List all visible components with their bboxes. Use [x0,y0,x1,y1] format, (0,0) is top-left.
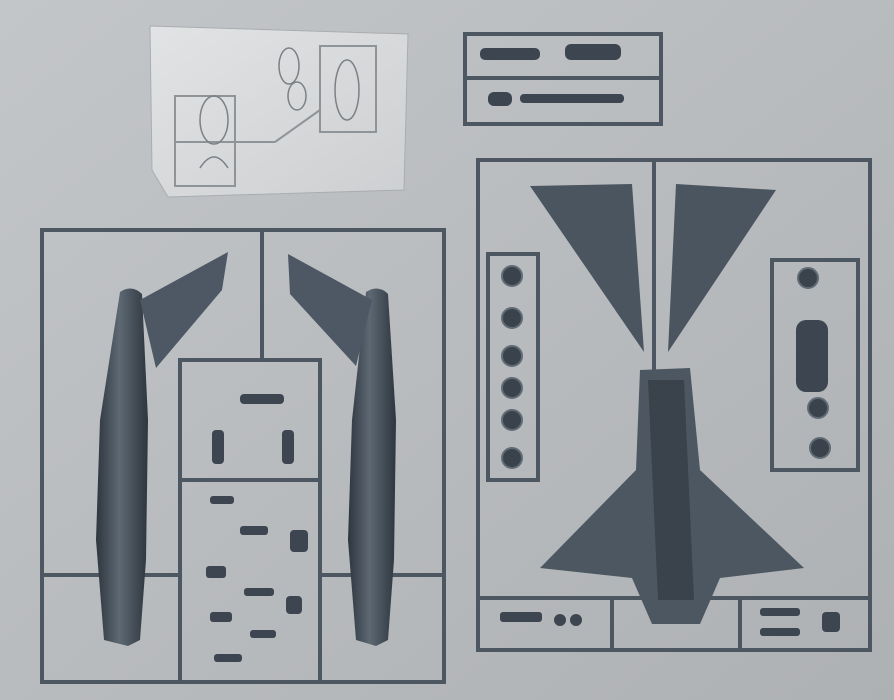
clear-parts-bag [149,25,409,198]
wing-panel-left [530,184,644,352]
tail-fin-left [140,252,228,368]
fuselage-half-left [96,288,148,646]
wing-panel-right [668,184,776,352]
left-sprue [40,228,446,684]
small-sprue [463,32,663,126]
right-sprue [476,158,872,652]
tail-fin-right [288,254,372,366]
fuselage-half-right [348,288,396,646]
